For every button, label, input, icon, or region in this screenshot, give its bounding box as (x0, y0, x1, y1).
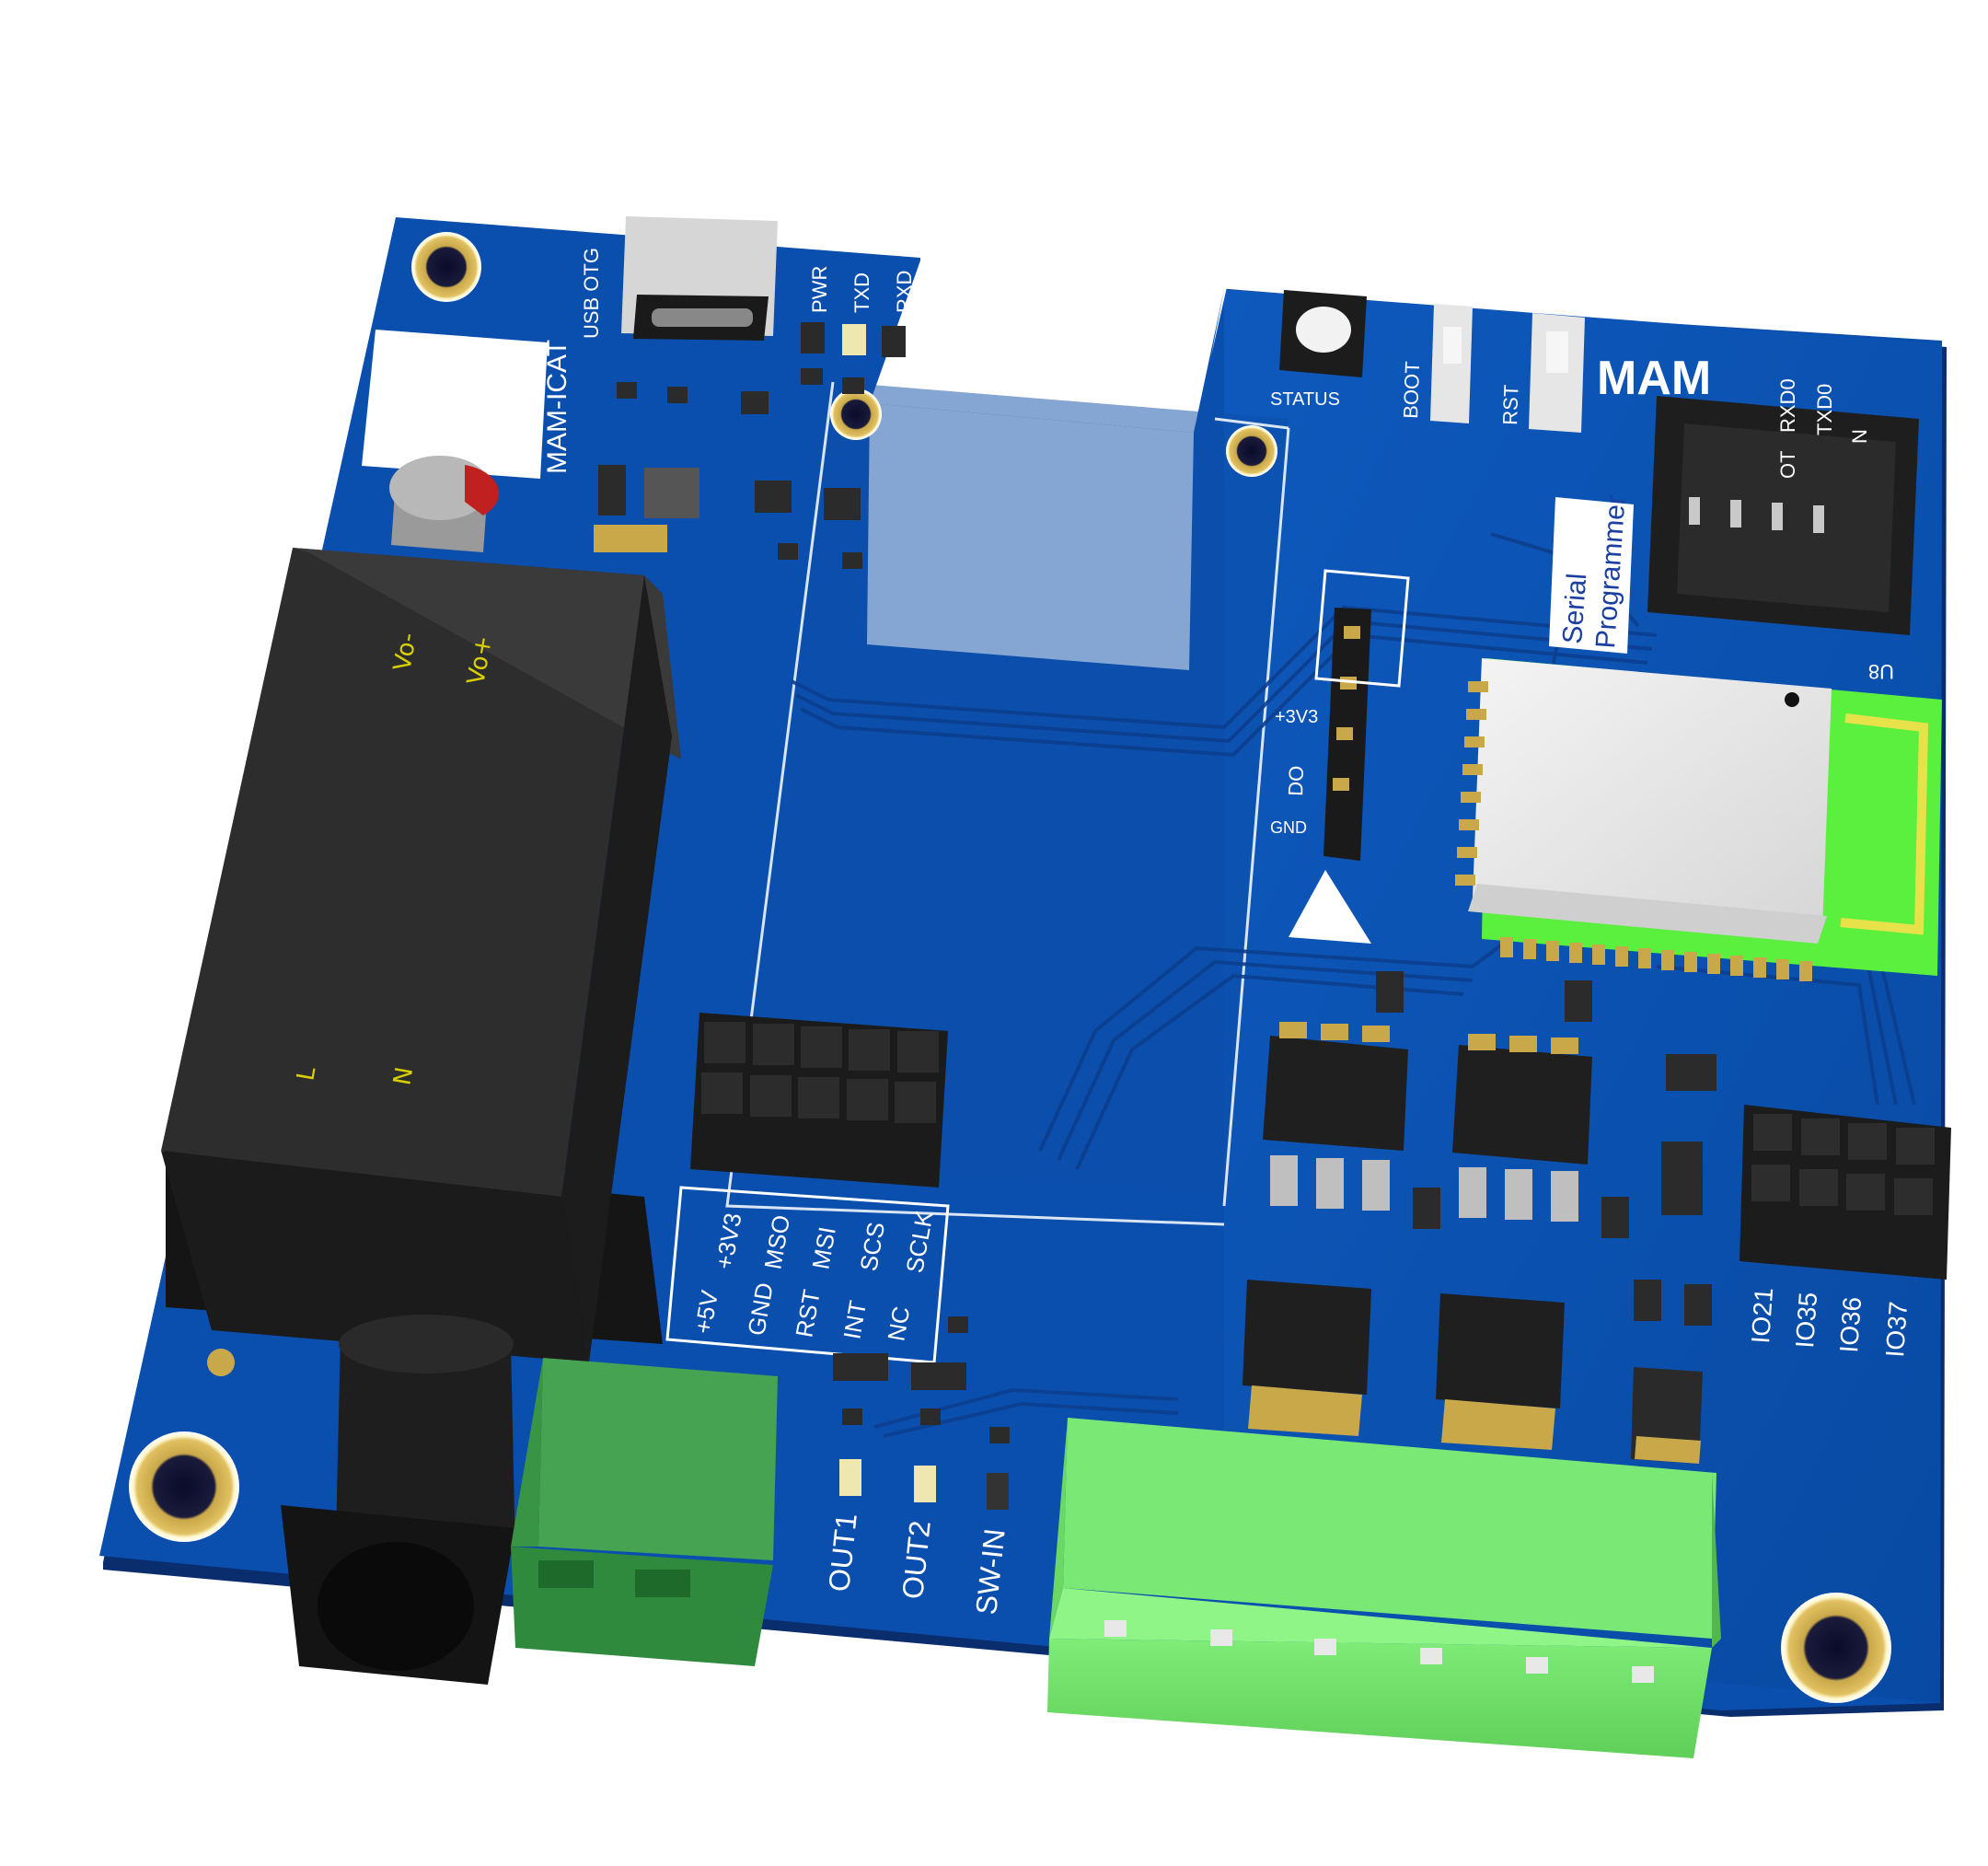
out2-led (914, 1466, 936, 1502)
via-large (207, 1349, 235, 1376)
txd-led-label: TXD (850, 272, 873, 313)
rxd0-label: RXD0 (1776, 378, 1799, 433)
out1-label: OUT1 (822, 1512, 863, 1594)
esp32-module (1455, 658, 1942, 981)
rst-button-label: RST (1498, 384, 1523, 425)
rxd-led-label: RXD (893, 271, 916, 313)
board-label-block: MAM-ICAT (362, 330, 572, 479)
rxd-led (882, 326, 906, 357)
boot-button[interactable]: BOOT (1399, 304, 1473, 423)
psu-l-label: L (292, 1064, 321, 1083)
mam-logo: MAM (1597, 352, 1711, 405)
txd-led (842, 324, 866, 355)
out2-label: OUT2 (896, 1519, 937, 1601)
status-leds-group: PWR TXD RXD (801, 266, 916, 357)
pwr-led (801, 322, 825, 353)
mounting-hole-bottom-left (129, 1431, 239, 1542)
mounting-hole-top-left (411, 232, 481, 302)
usb-otg-label: USB OTG (580, 248, 603, 339)
pwr-led-label: PWR (808, 266, 831, 313)
serial-programmer-header[interactable]: U8 (1647, 396, 1919, 683)
output-indicators: OUT1 OUT2 SW-IN (822, 1316, 1011, 1617)
terminal-block-2pin[interactable] (511, 1358, 778, 1666)
led-do-label: DO (1284, 765, 1308, 796)
io-labels: IO21 IO35 IO36 IO37 (1746, 1287, 1913, 1359)
spi-label-nc: NC (882, 1304, 915, 1343)
driver-ics (1242, 971, 1716, 1464)
u8-label: U8 (1868, 660, 1894, 683)
psu-vo-minus-label: Vo- (388, 631, 422, 673)
sw-in-led (987, 1473, 1009, 1510)
n-label: N (1848, 429, 1871, 444)
pcb-inner-zone (725, 381, 1290, 1226)
spi-label-block: +3V3 MSO MSI SCS SCLK +5V GND RST INT NC (665, 1186, 950, 1364)
mounting-holes (129, 232, 1891, 1703)
esd-warning-icon (1289, 870, 1371, 944)
spi-row2-labels: +5V GND RST INT NC (688, 1281, 915, 1343)
module-dot (1785, 692, 1799, 707)
programmer-labels: RXD0 TXD0 OT N Serial Programmer (1549, 378, 1871, 654)
spi-header[interactable] (690, 1013, 948, 1188)
led-connector[interactable]: +3V3 DO GND (1270, 569, 1410, 861)
power-supply-module: Vo- Vo+ L N (161, 548, 681, 1362)
terminal-block-6pin[interactable] (1047, 1418, 1721, 1758)
mounting-hole-inner-2 (1226, 425, 1277, 477)
boot-label: BOOT (1399, 361, 1424, 419)
led-gnd-label: GND (1270, 818, 1307, 837)
out1-led (839, 1459, 861, 1496)
smd-components-top (594, 368, 864, 569)
status-label: STATUS (1270, 389, 1340, 410)
mounting-hole-bottom-right (1781, 1593, 1891, 1703)
io36-label: IO36 (1834, 1296, 1867, 1354)
ot-label: OT (1776, 450, 1799, 479)
io37-label: IO37 (1880, 1301, 1913, 1359)
usb-c-port[interactable]: USB OTG (580, 216, 778, 341)
led-3v3-label: +3V3 (1275, 707, 1318, 727)
spi-label-int: INT (838, 1298, 872, 1341)
status-button[interactable]: STATUS (1270, 290, 1367, 410)
mam-logo-block: MAM (1597, 352, 1711, 405)
mounting-hole-inner-1 (830, 388, 882, 440)
dc-barrel-jack[interactable] (281, 1315, 515, 1685)
txd0-label: TXD0 (1813, 384, 1836, 435)
io35-label: IO35 (1790, 1292, 1822, 1350)
serial-label: Serial (1557, 573, 1592, 645)
io-header[interactable] (1740, 1105, 1951, 1280)
rst-button[interactable]: RST (1498, 313, 1585, 433)
electrolytic-capacitor (389, 456, 500, 552)
board-name-label: MAM-ICAT (542, 340, 572, 474)
io21-label: IO21 (1746, 1287, 1778, 1345)
